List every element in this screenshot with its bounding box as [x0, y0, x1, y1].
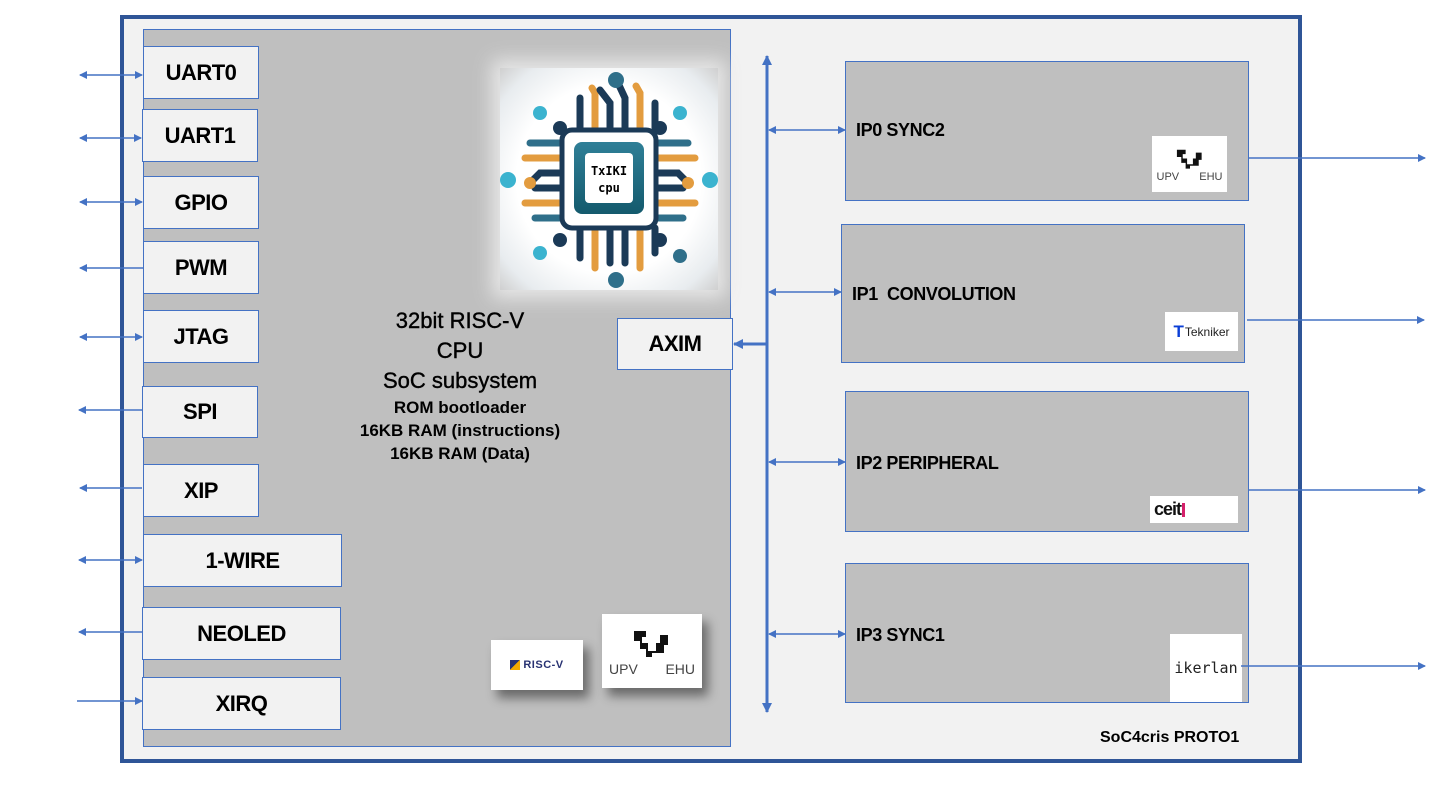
ceit-logo: ceit — [1150, 496, 1238, 523]
ikerlan-logo-text: ikerlan — [1174, 659, 1238, 677]
upv-text: UPV — [609, 661, 638, 677]
peripheral-label: XIRQ — [215, 690, 268, 716]
upv-ehu-emblem-icon — [634, 631, 668, 657]
chip-icon: TxIKI cpu — [500, 72, 718, 288]
cpu-title-line1: 32bit RISC-V — [395, 308, 525, 333]
riscv-icon — [510, 660, 521, 670]
ceit-accent-icon — [1182, 502, 1186, 517]
ip-block-label: IP2 PERIPHERAL — [856, 453, 999, 473]
peripheral-spi: SPI — [142, 386, 258, 438]
upv-ehu-emblem-icon — [1176, 149, 1202, 169]
peripheral-jtag: JTAG — [143, 310, 259, 363]
peripheral-neoled: NEOLED — [142, 607, 341, 660]
peripheral-label: XIP — [184, 477, 218, 503]
cpu-detail-rom: ROM bootloader — [393, 398, 527, 417]
axim-label: AXIM — [648, 331, 703, 356]
peripheral-label: GPIO — [174, 189, 228, 215]
riscv-logo: RISC-V — [491, 640, 583, 690]
riscv-logo-text: RISC-V — [523, 659, 564, 671]
ip-block-ip2: IP2 PERIPHERAL ceit — [845, 391, 1249, 532]
ip-block-ip3: IP3 SYNC1 ikerlan — [845, 563, 1249, 703]
peripheral-label: NEOLED — [197, 620, 286, 646]
peripheral-label: 1-WIRE — [205, 547, 281, 573]
txiki-cpu-logo: TxIKI cpu — [500, 68, 718, 290]
chip-text-line1: TxIKI — [591, 164, 627, 178]
peripheral-gpio: GPIO — [143, 176, 259, 229]
ip-block-label: IP3 SYNC1 — [856, 625, 945, 645]
cpu-detail-dram: 16KB RAM (Data) — [390, 444, 530, 463]
tekniker-icon: T — [1173, 321, 1184, 341]
ip-block-ip1: IP1 CONVOLUTION T Tekniker — [841, 224, 1245, 363]
cpu-title-line2: CPU — [436, 338, 484, 363]
cpu-title-line3: SoC subsystem — [382, 368, 538, 393]
upv-ehu-logo: UPV EHU — [602, 614, 702, 688]
upv-text: UPV — [1156, 171, 1180, 183]
ehu-text: EHU — [665, 661, 695, 677]
ehu-text: EHU — [1199, 171, 1223, 183]
peripheral-1-wire: 1-WIRE — [143, 534, 342, 587]
peripheral-pwm: PWM — [143, 241, 259, 294]
peripheral-label: PWM — [174, 254, 228, 280]
cpu-subsystem-description: 32bit RISC-V CPU SoC subsystem ROM bootl… — [300, 306, 620, 465]
chip-text-line2: cpu — [598, 181, 620, 195]
ip-block-ip0: IP0 SYNC2 UPV EHU — [845, 61, 1249, 201]
peripheral-label: JTAG — [173, 323, 229, 349]
axim-block: AXIM — [617, 318, 733, 370]
cpu-detail-iram: 16KB RAM (instructions) — [359, 421, 561, 440]
peripheral-uart0: UART0 — [143, 46, 259, 99]
peripheral-label: SPI — [183, 399, 217, 424]
peripheral-uart1: UART1 — [142, 109, 258, 162]
peripheral-xirq: XIRQ — [142, 677, 341, 730]
peripheral-xip: XIP — [143, 464, 259, 517]
ip-block-label: IP0 SYNC2 — [856, 120, 945, 140]
peripheral-label: UART1 — [164, 122, 236, 148]
upv-ehu-logo: UPV EHU — [1152, 136, 1227, 192]
ceit-logo-text: ceit — [1154, 499, 1182, 519]
tekniker-logo-text: Tekniker — [1184, 324, 1230, 339]
tekniker-logo: T Tekniker — [1165, 312, 1238, 351]
soc-name-label: SoC4cris PROTO1 — [1100, 729, 1240, 746]
ikerlan-logo: ikerlan — [1170, 634, 1242, 702]
ip-block-label: IP1 CONVOLUTION — [852, 284, 1016, 304]
peripheral-label: UART0 — [165, 59, 237, 85]
